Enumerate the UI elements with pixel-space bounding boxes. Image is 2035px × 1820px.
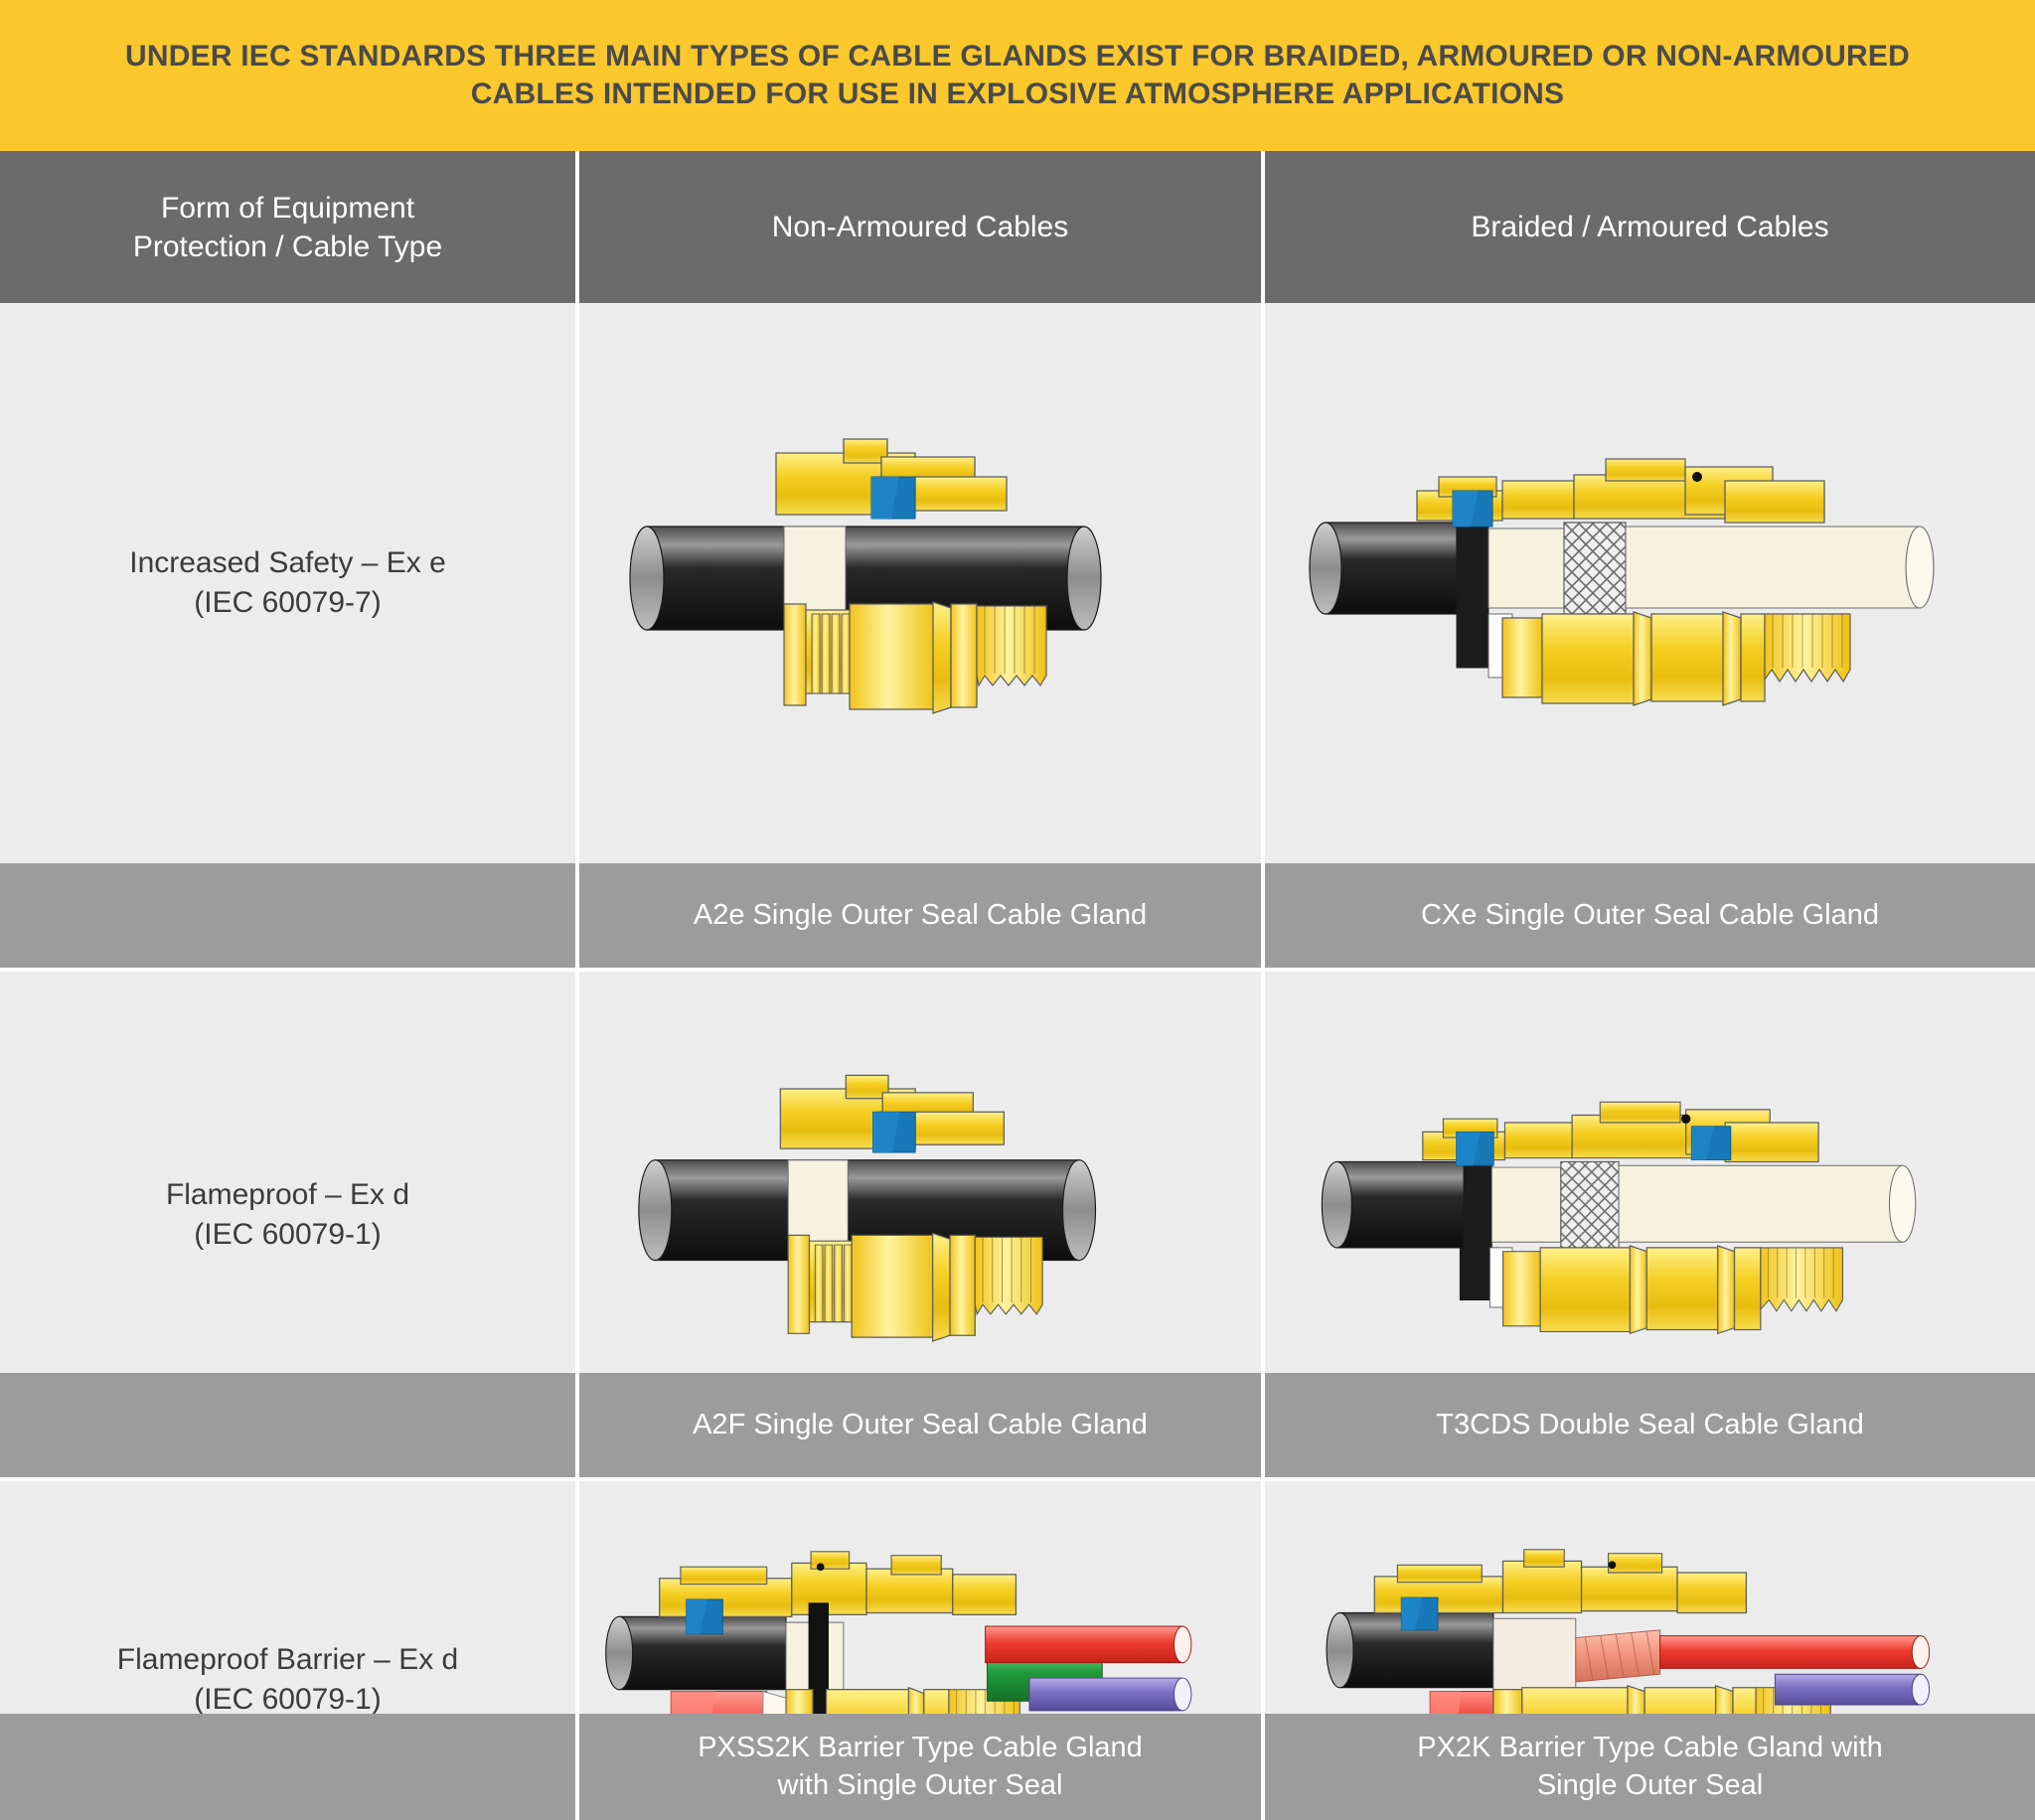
a2f-single-outer-seal-cable-gland-diagram [638,1074,1097,1342]
row3-label-line2: (IEC 60079-1) [194,1683,382,1716]
row2-label-line1: Flameproof – Ex d [165,1177,410,1211]
header-col1-line2: Protection / Cable Type [132,229,443,263]
header-cell-non-armoured: Non-Armoured Cables [579,151,1261,303]
row2-label-line2: (IEC 60079-1) [194,1218,382,1251]
comparison-table: Form of Equipment Protection / Cable Typ… [0,151,2035,1820]
row3-label-line1: Flameproof Barrier – Ex d [116,1642,459,1676]
caption-pxss2k-line1: PXSS2K Barrier Type Cable Gland [698,1732,1143,1764]
row-label-increased-safety: Increased Safety – Ex e (IEC 60079-7) [0,303,575,863]
caption-px2k-line1: PX2K Barrier Type Cable Gland with [1417,1732,1883,1764]
banner: UNDER IEC STANDARDS THREE MAIN TYPES OF … [0,0,2035,151]
a2e-single-outer-seal-cable-gland-diagram [629,438,1102,714]
cxe-single-outer-seal-cable-gland-diagram [1308,458,1935,706]
header-col1-line1: Form of Equipment [160,191,415,225]
caption-px2k: PX2K Barrier Type Cable Gland with Singl… [1265,1714,2035,1820]
cell-px2k-gland-image [1265,1481,2035,1820]
caption-pxss2k: PXSS2K Barrier Type Cable Gland with Sin… [579,1714,1261,1820]
header-cell-braided-armoured: Braided / Armoured Cables [1265,151,2035,303]
caption-spacer-row2 [0,1373,575,1477]
banner-title: UNDER IEC STANDARDS THREE MAIN TYPES OF … [125,39,1910,110]
header-cell-equipment-protection: Form of Equipment Protection / Cable Typ… [0,151,575,303]
caption-cxe: CXe Single Outer Seal Cable Gland [1265,863,2035,968]
caption-t3cds: T3CDS Double Seal Cable Gland [1265,1373,2035,1477]
caption-spacer-row1 [0,863,575,968]
row1-label-line1: Increased Safety – Ex e [129,545,446,579]
caption-pxss2k-line2: with Single Outer Seal [777,1768,1063,1801]
cell-cxe-gland-image [1265,303,2035,863]
caption-a2e: A2e Single Outer Seal Cable Gland [579,863,1261,968]
caption-spacer-row3 [0,1714,575,1820]
caption-px2k-line2: Single Outer Seal [1536,1768,1764,1801]
cell-a2e-gland-image [579,303,1261,863]
row1-label-line2: (IEC 60079-7) [194,586,382,619]
caption-a2f: A2F Single Outer Seal Cable Gland [579,1373,1261,1477]
t3cds-double-seal-cable-gland-diagram [1321,1101,1916,1335]
